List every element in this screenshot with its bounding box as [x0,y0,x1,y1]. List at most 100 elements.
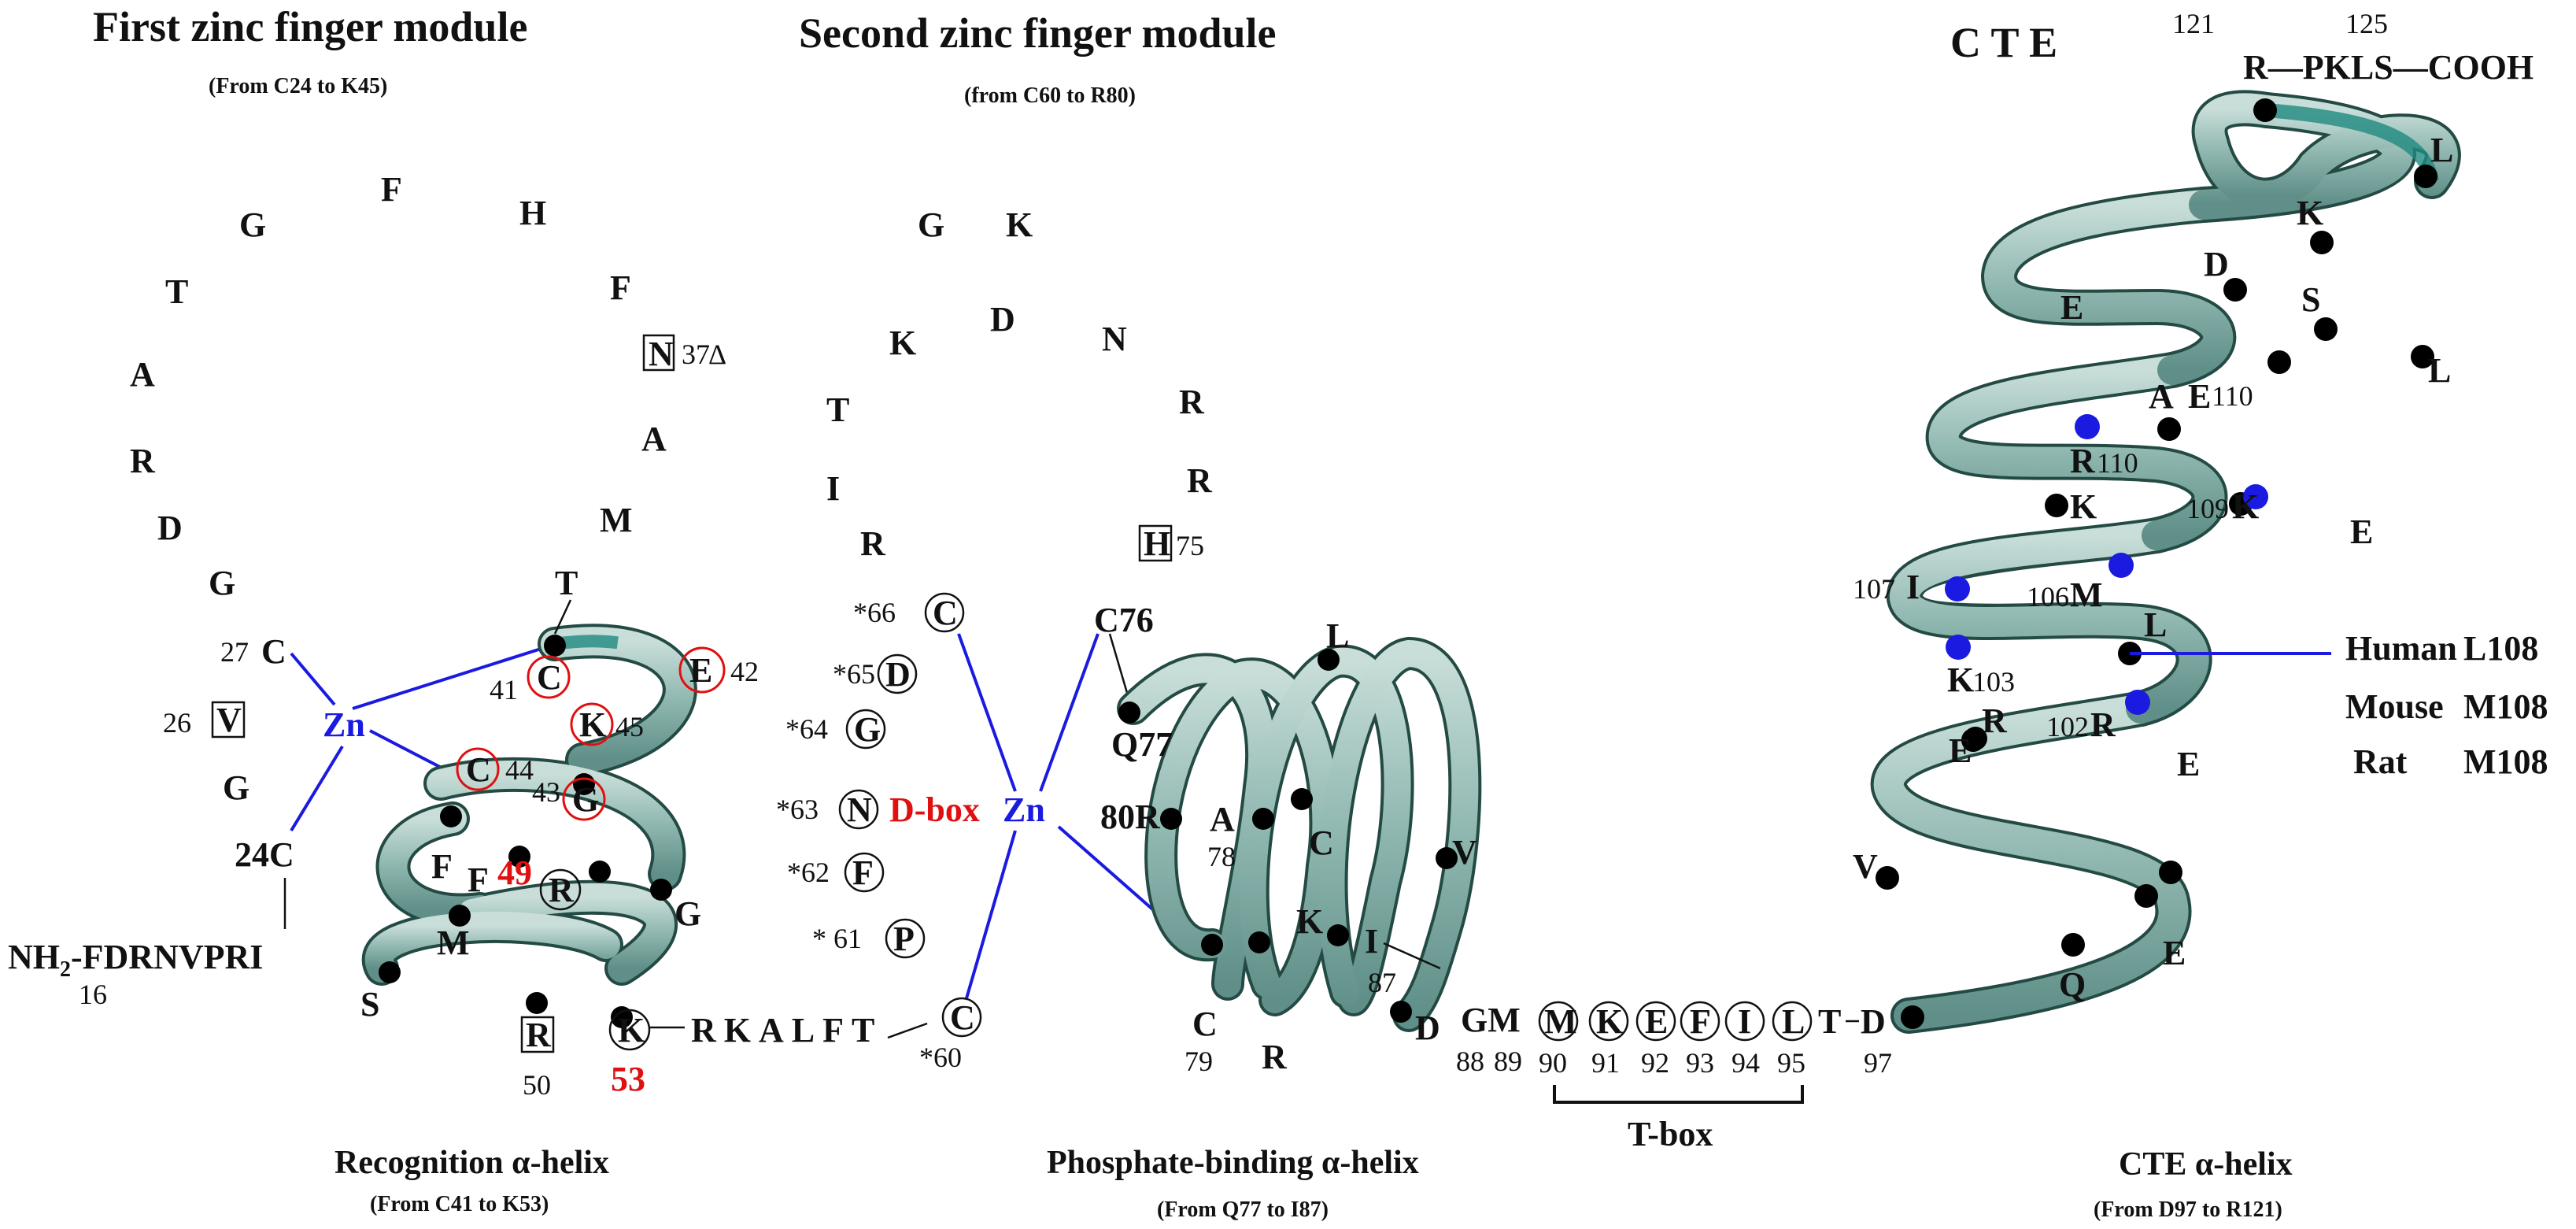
num-78: 78 [1207,841,1236,872]
residue-t96: T [1818,1002,1841,1041]
residue-n37: N [649,335,674,373]
residue-l-sm: L [1326,616,1349,655]
residue-f-a: F [431,847,453,886]
residue-c79: C [1192,1005,1218,1043]
caption-cte-range: (From D97 to R121) [2094,1198,2282,1222]
mutation-dot-m106 [2108,553,2134,578]
residue-t: T [165,272,188,311]
tbox-num-91: 91 [1591,1047,1620,1079]
residue-q77: Q77 [1111,725,1173,764]
residue-g43: G [572,780,599,819]
species-name-rat: Rat [2353,742,2408,781]
box-n37 [642,334,675,372]
residue-k-sm: K [1006,205,1033,244]
residues-gm: GM [1461,1001,1521,1039]
residue-g2: G [209,564,235,602]
residue-r49: R [549,871,575,909]
cte-residue-e-left1: E [2060,288,2083,327]
cte-residue-s-top: S [2301,280,2320,319]
tbox-label: T-box [1628,1115,1713,1153]
residue-f2: F [610,268,631,307]
residue-d97: D [1861,1002,1886,1041]
num-97: 97 [1864,1047,1892,1079]
residue-g64: G [854,710,881,749]
cte-helix [1870,90,2461,1034]
title-cte: C T E [1950,19,2057,66]
tbox-residue-92: E [1645,1002,1668,1041]
zn-label-2: Zn [1003,790,1045,829]
cte-residue-e-right3: E [2177,745,2200,783]
residue-r3-sm: R [1187,461,1213,500]
residue-h75: H [1144,524,1170,563]
caption-recognition-range: (From C41 to K53) [370,1192,549,1216]
residue-c60: C [950,998,975,1037]
residue-g3: G [223,768,249,807]
ring-c44 [456,747,500,791]
residue-h: H [519,194,546,232]
residue-c44: C [466,750,491,789]
recognition-helix [361,624,697,1028]
residue-c24: 24C [235,835,294,874]
ring-g43 [562,777,606,821]
species-table: Human L108 Mouse M108 Rat M108 [2345,629,2548,781]
residue-r: R [130,442,156,480]
linker-53-60: RKALFT [691,1011,882,1049]
residue-t2: T [555,564,578,602]
ring-k45 [570,702,614,746]
num-53: 53 [611,1060,645,1098]
mutation-dot-k109 [2243,484,2268,509]
title-first-module: First zinc finger module [93,3,527,50]
residue-f-b: F [468,861,489,899]
tbox-residues: M 90 K 91 E 92 F 93 I 94 L 95 [1538,1001,1813,1079]
num-37: 37 [682,339,710,370]
residue-d-sm: D [990,300,1015,339]
residue-r80: 80R [1100,798,1161,836]
title-second-module: Second zinc finger module [799,9,1277,57]
cte-residue-r102: R [2090,705,2116,744]
tbox-residue-91: K [1596,1002,1623,1041]
cte-residue-e-bottom: E [2163,934,2186,972]
num-49: 49 [497,853,532,892]
residue-d: D [157,509,183,547]
num-88: 88 [1456,1046,1484,1077]
tbox-residue-93: F [1690,1002,1711,1041]
residue-r-bottom: R [1262,1038,1288,1076]
cte-residue-v: V [1853,847,1878,886]
num-44: 44 [505,754,534,786]
num-42: 42 [730,656,759,687]
residue-c41: C [537,658,562,697]
cte-residue-d-top: D [2204,245,2229,283]
dbox-label: D-box [889,790,980,829]
residue-d65: D [885,655,911,694]
num-65: *65 [833,658,875,690]
cte-residue-r110: R [2070,442,2096,480]
num-50: 50 [523,1069,551,1101]
residue-s-first: S [360,985,379,1024]
species-res-human: L108 [2463,629,2538,668]
residue-f: F [381,170,402,209]
num-43: 43 [532,776,560,808]
cte-num-i107: 107 [1853,573,1895,605]
species-name-mouse: Mouse [2345,687,2444,726]
n-terminus: NH2-FDRNVPRI [8,938,263,982]
cte-residue-m106: M [2070,576,2103,614]
residue-k45: K [579,705,606,744]
delta-37: Δ [708,339,726,370]
residue-g: G [239,205,266,244]
mutation-dot-i107 [1945,576,1970,602]
num-27: 27 [220,636,249,668]
cte-num-k109: 109 [2186,493,2229,524]
caption-cte-helix: CTE α-helix [2119,1146,2293,1183]
cte-num-e110: 110 [2212,380,2253,412]
cte-residue-i107: I [1906,568,1920,606]
cte-residue-r-small: R [1982,701,2008,740]
residue-i87: I [1365,922,1378,961]
num-125: 125 [2345,8,2388,39]
residue-c76: C76 [1094,601,1154,639]
cte-num-r102: 102 [2046,711,2089,742]
cte-residue-k109: K [2232,487,2259,526]
residue-c27: C [261,632,286,671]
residue-c-mid: C [1309,824,1334,862]
num-26: 26 [163,707,191,739]
num-89: 89 [1494,1046,1522,1077]
